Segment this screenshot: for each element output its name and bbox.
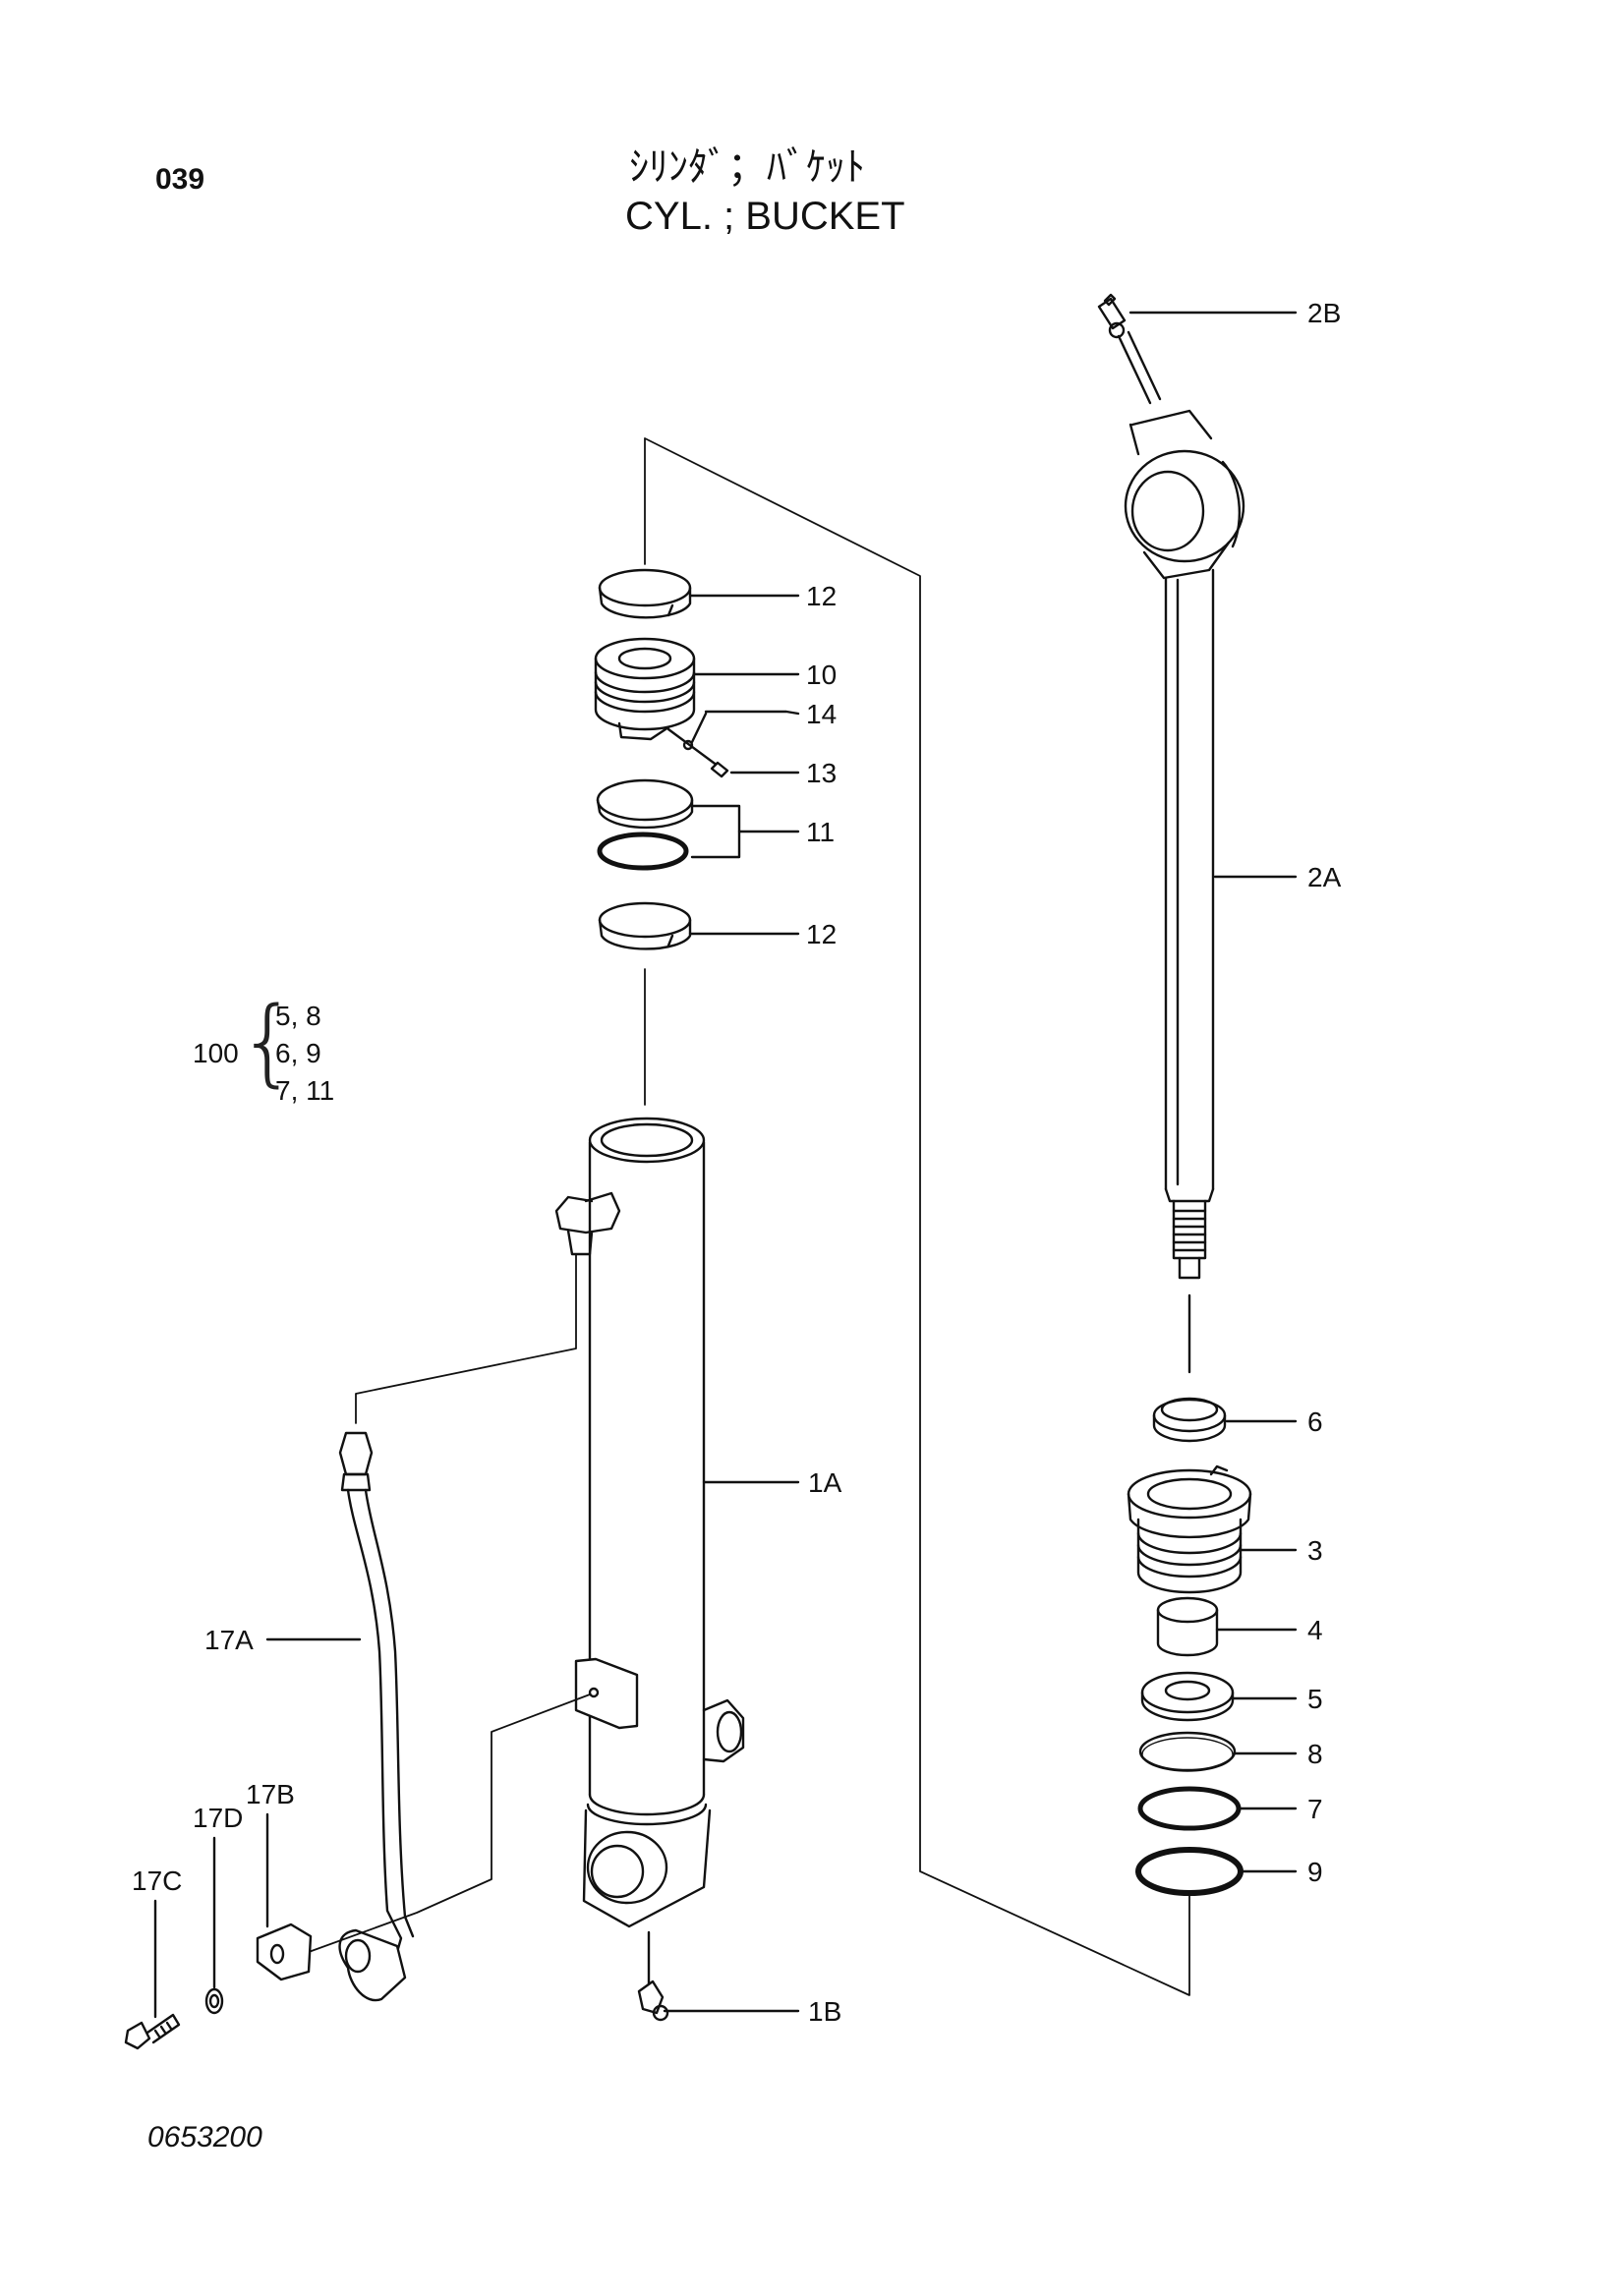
- callout-9: 9: [1307, 1857, 1323, 1887]
- washer-17d: [204, 1836, 224, 2015]
- pipe-17a: [338, 1253, 577, 2002]
- title-japanese: ｼﾘﾝﾀﾞ；ﾊﾞｹｯﾄ: [629, 144, 865, 190]
- callout-5: 5: [1307, 1684, 1323, 1714]
- kit-label: 100: [193, 1038, 239, 1068]
- bolt-17c: [124, 1899, 181, 2050]
- page-number: 039: [155, 163, 205, 196]
- callout-7: 7: [1307, 1794, 1323, 1824]
- callout-17d: 17D: [193, 1803, 244, 1833]
- bushing-4: [1156, 1596, 1219, 1657]
- grease-nipple-2b: [1097, 293, 1162, 405]
- seal-5: [1140, 1671, 1235, 1722]
- assembly-path-line: [644, 437, 1190, 1996]
- callout-13: 13: [806, 758, 838, 788]
- callout-2a: 2A: [1307, 862, 1342, 892]
- callout-6: 6: [1307, 1406, 1323, 1437]
- piston-rod-part: [1097, 293, 1245, 1374]
- callout-17b: 17B: [246, 1779, 295, 1809]
- backup-ring-8: [1138, 1731, 1237, 1772]
- callout-4: 4: [1307, 1615, 1323, 1645]
- cylinder-head-3: [1127, 1464, 1252, 1594]
- kit-row-2: 6, 9: [275, 1038, 321, 1068]
- callout-17c: 17C: [132, 1866, 183, 1896]
- clamp-17b: [256, 1693, 591, 1981]
- callout-12-top: 12: [806, 581, 838, 611]
- callout-10: 10: [806, 660, 838, 690]
- callout-14: 14: [806, 699, 838, 729]
- callout-12-bottom: 12: [806, 919, 838, 949]
- o-ring-9: [1135, 1847, 1244, 1896]
- callout-2b: 2B: [1307, 298, 1342, 328]
- dust-seal-6: [1152, 1397, 1227, 1443]
- callout-8: 8: [1307, 1739, 1323, 1769]
- cylinder-tube-1a: [554, 1117, 745, 1928]
- kit-row-3: 7, 11: [275, 1075, 335, 1106]
- set-screw-13-and-ball-14: [666, 710, 800, 778]
- piston-10: [594, 637, 696, 741]
- wear-ring-12-top: [598, 568, 692, 619]
- piston-seal-11: [596, 778, 800, 871]
- o-ring-7: [1137, 1786, 1242, 1831]
- grease-fitting-1b: [637, 1930, 669, 2022]
- title-english: CYL. ; BUCKET: [625, 195, 905, 238]
- callout-1b: 1B: [808, 1996, 842, 2027]
- drawing-number: 0653200: [147, 2121, 262, 2153]
- kit-brace: {: [238, 987, 299, 1097]
- kit-row-1: 5, 8: [275, 1001, 321, 1031]
- callout-3: 3: [1307, 1535, 1323, 1566]
- callout-11: 11: [806, 817, 836, 847]
- wear-ring-12-bottom: [598, 901, 692, 950]
- callout-17a: 17A: [204, 1625, 254, 1655]
- rod-shaft: [1164, 568, 1215, 1280]
- rod-eye: [1124, 409, 1245, 580]
- callout-1a: 1A: [808, 1467, 842, 1498]
